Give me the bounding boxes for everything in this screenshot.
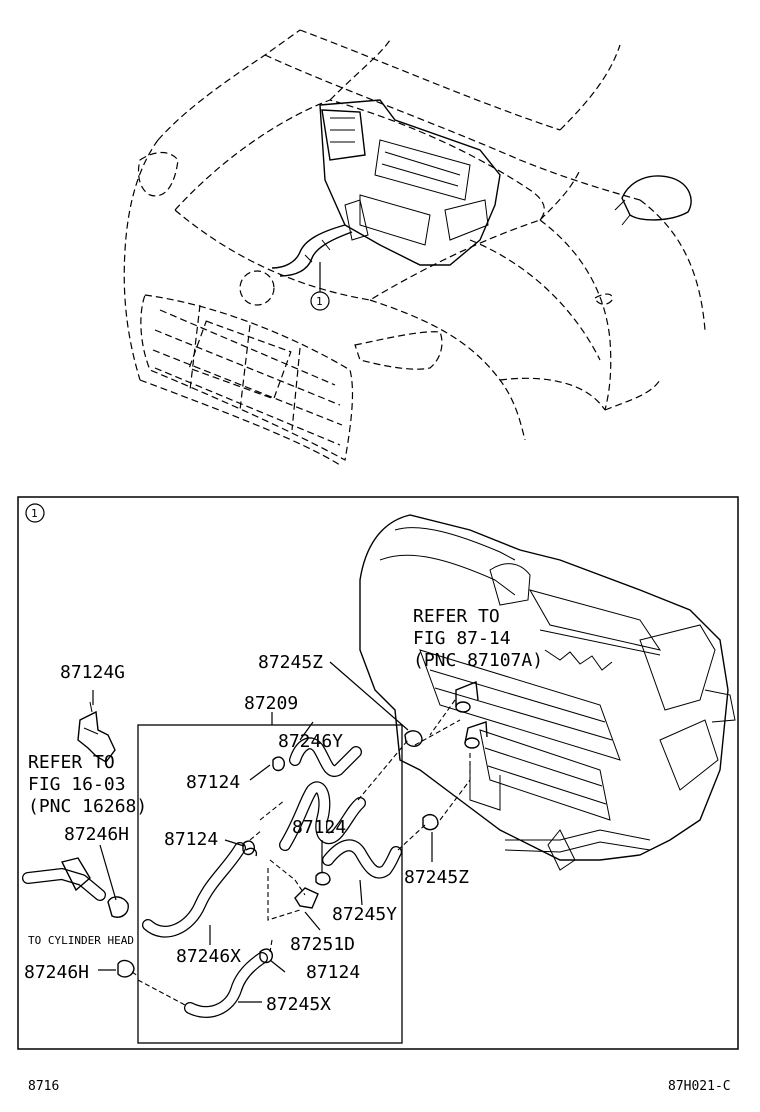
label-87251D: 87251D bbox=[290, 934, 355, 955]
hose-87246Y bbox=[249, 721, 366, 851]
hvac-unit-detail bbox=[359, 514, 736, 871]
clamp-87124-b bbox=[224, 839, 258, 857]
hvac-unit-overview: 1 bbox=[271, 99, 501, 311]
label-87245Z-right: 87245Z bbox=[404, 867, 469, 888]
refer-fig-87-line3: (PNC 87107A) bbox=[413, 650, 543, 671]
hose-87246X bbox=[142, 840, 256, 945]
to-cylinder-head-note: TO CYLINDER HEAD bbox=[28, 934, 134, 947]
refer-fig-16-line2: FIG 16-03 bbox=[28, 774, 126, 795]
refer-fig-87-line2: FIG 87-14 bbox=[413, 628, 511, 649]
refer-fig-16-line1: REFER TO bbox=[28, 752, 115, 773]
svg-text:1: 1 bbox=[31, 507, 38, 520]
refer-fig-16-line3: (PNC 16268) bbox=[28, 796, 147, 817]
vehicle-overview bbox=[123, 29, 706, 466]
label-87124G: 87124G bbox=[60, 662, 125, 683]
label-87246H-top: 87246H bbox=[64, 824, 129, 845]
bracket-87124G bbox=[77, 690, 116, 763]
footer-right-code: 87H021-C bbox=[668, 1079, 731, 1094]
hose-87245X bbox=[184, 948, 286, 1018]
clamp-87245Z-right bbox=[422, 813, 439, 862]
label-87246Y: 87246Y bbox=[278, 731, 343, 752]
label-87124-c: 87124 bbox=[292, 817, 346, 838]
pipe-87246H-top bbox=[22, 844, 129, 918]
callout-marker: 1 bbox=[316, 295, 323, 308]
label-87124-a: 87124 bbox=[186, 772, 240, 793]
hose-group-box bbox=[137, 724, 403, 1044]
label-87124-d: 87124 bbox=[306, 962, 360, 983]
connector-87251D bbox=[294, 887, 321, 931]
label-87245Z-top: 87245Z bbox=[258, 652, 323, 673]
dashed-connections bbox=[137, 699, 471, 1006]
label-87246X: 87246X bbox=[176, 946, 241, 967]
hose-87245Y bbox=[315, 839, 402, 906]
clamp-87245Z-top bbox=[329, 661, 423, 747]
footer-left-code: 8716 bbox=[28, 1079, 59, 1094]
clamp-87246H-bottom bbox=[98, 959, 139, 978]
label-87209: 87209 bbox=[244, 693, 298, 714]
label-87124-b: 87124 bbox=[164, 829, 218, 850]
detail-marker: 1 bbox=[25, 503, 45, 523]
refer-fig-87-line1: REFER TO bbox=[413, 606, 500, 627]
label-87245Y: 87245Y bbox=[332, 904, 397, 925]
detail-frame bbox=[17, 496, 739, 1050]
label-87245X: 87245X bbox=[266, 994, 331, 1015]
label-87246H-bottom: 87246H bbox=[24, 962, 89, 983]
